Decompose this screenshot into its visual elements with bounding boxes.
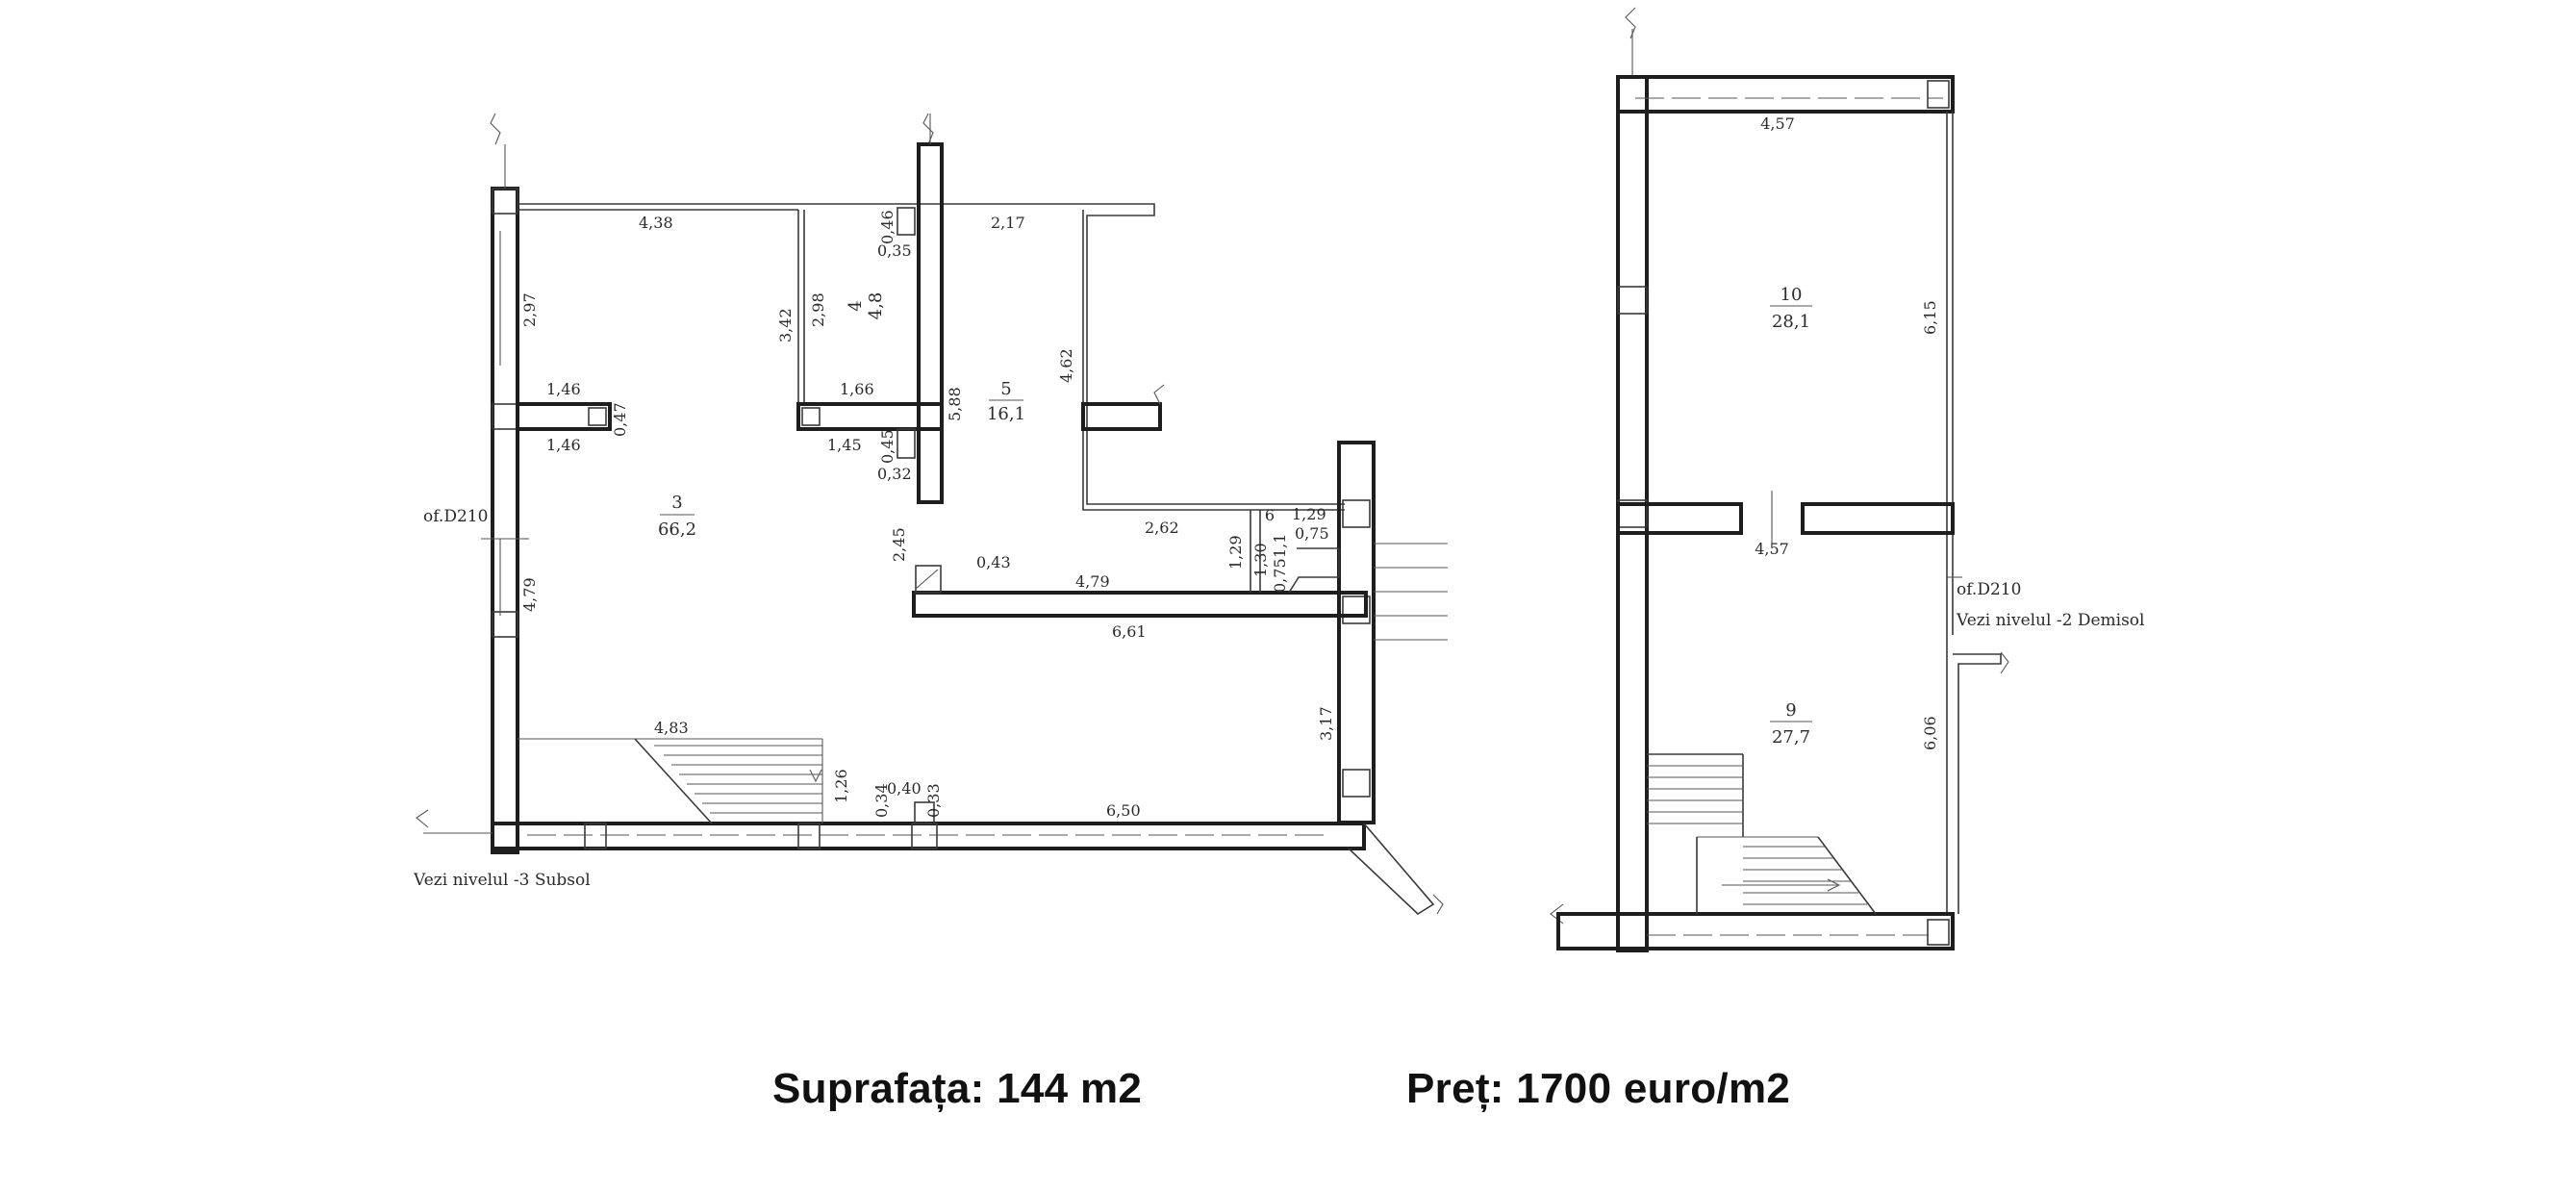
svg-text:6: 6 [1265,506,1275,524]
room-label: 4 4,8 [846,292,886,320]
price-info: Preț: 1700 euro/m2 [1406,1065,1791,1112]
wall-break-mark [490,113,501,145]
svg-text:28,1: 28,1 [1772,312,1810,332]
partition-wall [796,402,944,431]
dim-label: 6,15 [1921,300,1939,335]
svg-text:10: 10 [1780,285,1803,305]
dim-label: 2,45 [890,527,908,562]
svg-text:27,7: 27,7 [1772,727,1810,748]
room-label: 9 27,7 [1770,700,1812,748]
dim-label: 1,29 [1226,535,1245,570]
dim-label: 1,1 [1271,534,1289,558]
dim-label: 1,26 [832,769,850,803]
dim-label: 1,30 [1251,543,1270,577]
dim-label: 1,66 [840,380,874,398]
dim-label: 4,57 [1760,114,1795,133]
dim-label: 4,83 [654,719,689,737]
center-column [917,142,944,504]
room-label: 5 16,1 [987,379,1025,424]
door-label: of.D210 [423,507,488,526]
svg-text:66,2: 66,2 [658,519,696,540]
partition-stub [516,402,612,431]
bottom-partition [912,591,1368,618]
dim-label: 4,38 [639,214,673,232]
bottom-wall [491,822,1366,850]
svg-text:3: 3 [671,493,682,513]
svg-text:9: 9 [1785,700,1796,721]
partition-stub [1081,402,1162,431]
room-label: 6 [1265,506,1275,524]
top-wall [518,203,1345,505]
dim-label: 2,17 [991,214,1025,232]
svg-text:4,8: 4,8 [866,292,886,320]
wall-break-mark [2000,651,2009,674]
right-plan-partition [1801,502,1955,535]
dim-label: 4,62 [1057,348,1075,383]
dim-label: 1,46 [546,436,581,454]
dim-label: 0,45 [878,429,897,464]
dim-label: 5,88 [946,387,964,421]
dim-label: 0,33 [924,783,943,818]
level-note: Vezi nivelul -2 Demisol [1956,611,2144,630]
dim-label: 1,45 [827,436,862,454]
exterior-steps [1374,543,1448,641]
dim-label: 0,40 [887,779,922,798]
wall-break-mark [922,113,934,145]
left-outer-wall [491,187,519,854]
right-plan-left-wall [1616,75,1649,952]
dim-label: 2,98 [809,292,827,327]
wall-break-mark [1625,7,1636,39]
door-label: of.D210 [1957,580,2021,599]
dim-label: 4,79 [1075,572,1110,591]
dim-label: 4,79 [520,577,539,612]
right-plan-partition [1616,502,1743,535]
dim-label: 6,50 [1106,801,1141,820]
dim-label: 0,75 [1271,558,1289,593]
dim-label: 3,42 [776,308,795,342]
room-label: 10 28,1 [1770,285,1812,332]
dim-label: 0,46 [878,210,897,244]
dim-label: 0,47 [611,402,629,437]
svg-text:4: 4 [846,300,866,311]
dim-label: 6,06 [1921,716,1939,750]
right-plan-bottom-wall [1556,912,1955,950]
dim-label: 0,75 [1295,524,1329,543]
dim-label: 2,62 [1145,519,1179,537]
angled-wall [1348,823,1435,916]
dim-label: 1,46 [546,380,581,398]
dim-label: 0,43 [976,553,1011,571]
right-floor-plan: 4,57 4,57 6,15 6,06 10 28,1 9 27,7 of.D2… [1550,7,2144,952]
dim-label: 0,32 [877,465,912,483]
dim-label: 1,29 [1292,505,1326,523]
dim-label: 0,35 [877,241,912,260]
level-note: Vezi nivelul -3 Subsol [413,871,591,890]
stairs [518,738,823,824]
svg-text:16,1: 16,1 [987,404,1025,424]
dim-label: 3,17 [1317,706,1335,741]
area-info: Suprafața: 144 m2 [772,1065,1143,1112]
stairs [1647,753,1877,915]
left-floor-plan: 4,38 2,17 1,46 1,46 1,66 1,45 0,32 0,35 … [413,113,1448,916]
right-plan-top-wall [1616,75,1955,114]
wall-break-mark [416,809,429,828]
dim-label: 4,57 [1755,540,1789,558]
dim-label: 6,61 [1112,622,1147,641]
svg-text:5: 5 [1000,379,1011,399]
room-label: 3 66,2 [658,493,696,540]
dim-label: 0,34 [872,783,891,818]
dim-label: 2,97 [520,292,539,327]
